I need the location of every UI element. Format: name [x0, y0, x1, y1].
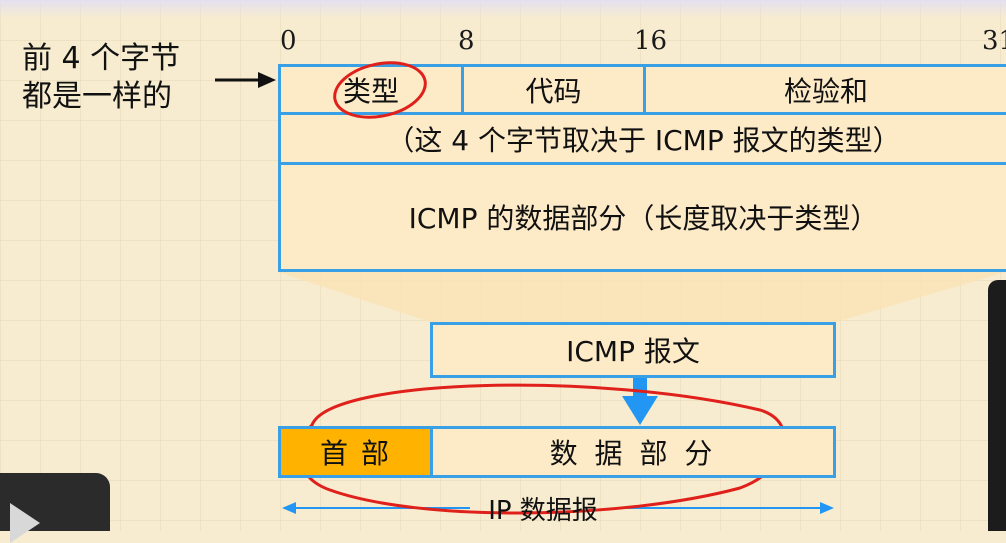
checksum-field: 检验和: [783, 74, 868, 108]
ip-header-label: 首 部: [320, 437, 391, 470]
span-arrow-icon: [282, 502, 834, 514]
side-note: 前 4 个字节 都是一样的: [22, 40, 180, 116]
icmp-format-table: [278, 64, 1006, 272]
down-arrow-icon: [622, 376, 658, 425]
bit-label-31: 31: [982, 26, 1006, 56]
col-divider-16: [643, 64, 646, 114]
side-note-line2: 都是一样的: [22, 79, 172, 114]
annotation-circle-ip: [298, 383, 787, 515]
ip-datagram-caption: IP 数据报: [488, 495, 598, 526]
presenter-silhouette: [988, 280, 1006, 531]
row-divider-2: [278, 162, 1006, 165]
code-field: 代码: [525, 74, 582, 108]
top-band: [0, 0, 1006, 18]
diagram-overlay: [215, 61, 1006, 515]
play-icon[interactable]: [10, 503, 40, 543]
bit-label-0: 0: [280, 26, 297, 56]
annotation-circle-type: [333, 61, 427, 119]
bit-label-16: 16: [634, 26, 668, 56]
type-field: 类型: [342, 74, 399, 108]
icmp-message-label: ICMP 报文: [566, 335, 700, 368]
funnel-shape: [278, 272, 1006, 322]
side-note-line1: 前 4 个字节: [22, 41, 181, 76]
type-dependent-row: （这 4 个字节取决于 ICMP 报文的类型）: [386, 123, 901, 157]
video-control-panel[interactable]: [0, 473, 110, 543]
ip-header-fill: [281, 429, 431, 475]
row-divider-1: [278, 112, 1006, 115]
col-divider-8: [461, 64, 464, 114]
ip-header-divider: [430, 426, 433, 478]
pointer-arrow-icon: [215, 72, 276, 88]
ip-data-label: 数 据 部 分: [549, 437, 717, 470]
icmp-data-row: ICMP 的数据部分（长度取决于类型）: [408, 202, 879, 235]
icmp-message-box: [430, 322, 836, 378]
bit-label-8: 8: [458, 26, 475, 56]
